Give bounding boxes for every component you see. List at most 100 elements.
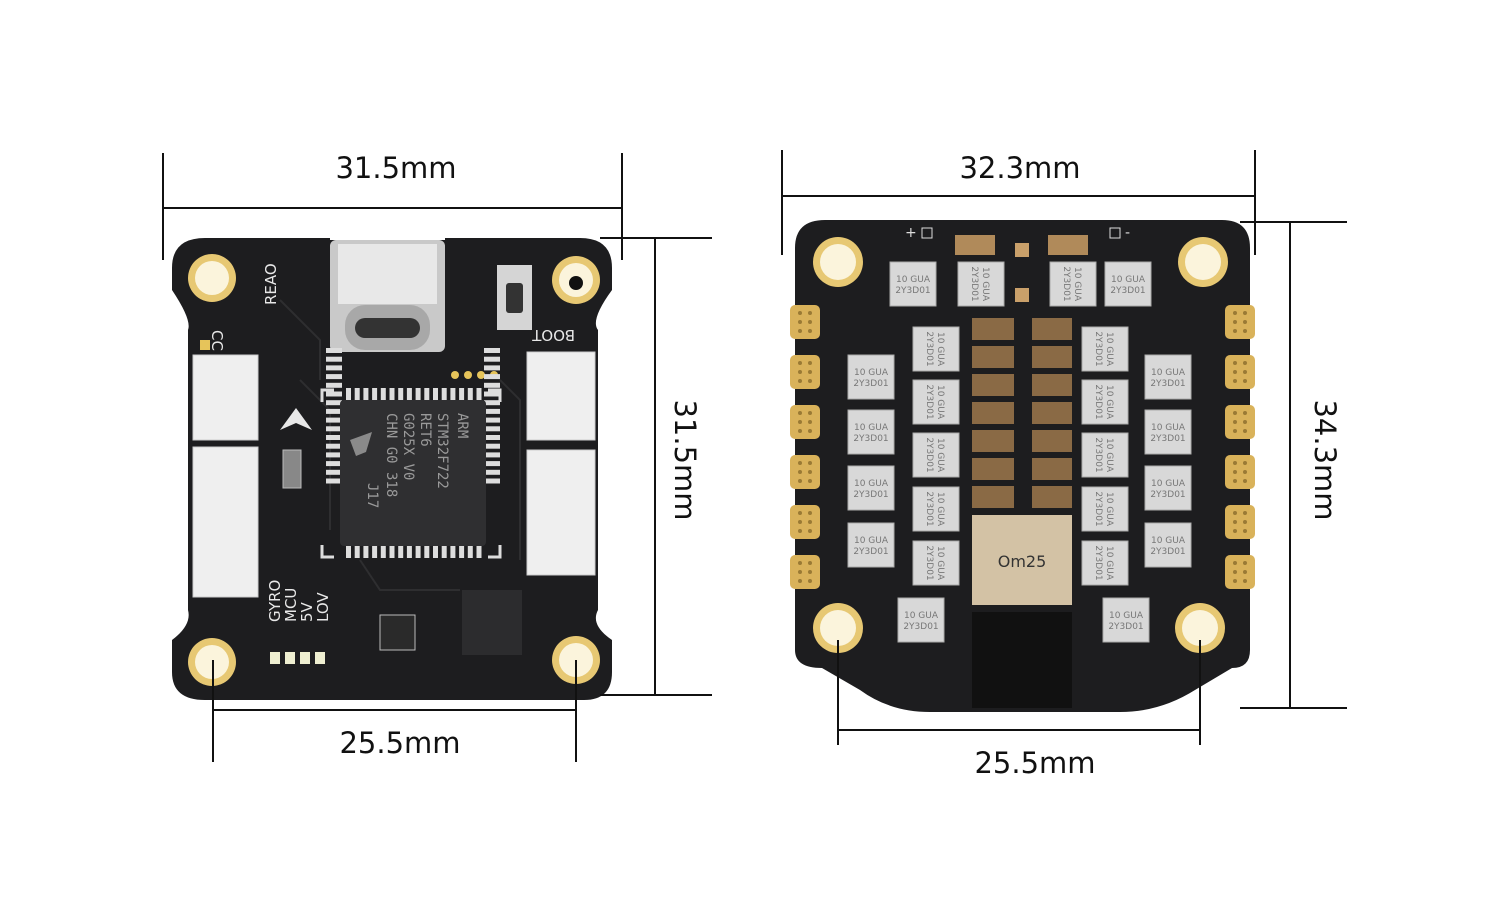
fc-dimension-lines: [162, 153, 712, 762]
chip-text-variant: RET6: [417, 413, 433, 447]
capacitor-code: 2Y3D01: [1093, 437, 1103, 472]
capacitor-label: 10 GUA: [1072, 267, 1082, 302]
motor-solder-pad: [790, 555, 820, 589]
esc-width-label: 32.3mm: [959, 151, 1080, 185]
orientation-arrow-icon: [280, 408, 312, 430]
capacitor-label: 10 GUA: [854, 368, 889, 378]
fc-mount-label: 25.5mm: [339, 726, 460, 760]
capacitor-label: 10 GUA: [935, 438, 945, 473]
plus-label: +: [905, 225, 917, 241]
mosfet-pad: [1032, 430, 1072, 452]
capacitor-label: 10 GUA: [896, 275, 931, 285]
mosfet-pad: [1032, 346, 1072, 368]
motor-solder-pad: [790, 405, 820, 439]
connector-left-top: [192, 354, 259, 441]
capacitor-code: 2Y3D01: [924, 491, 934, 526]
flight-controller-board: ARM STM32F722 RET6 G025X V0 CHN G0 318 J…: [172, 238, 612, 700]
capacitor-label: 10 GUA: [1104, 332, 1114, 367]
boot-button: [497, 265, 532, 330]
esc-dimension-lines: [781, 150, 1347, 745]
silk-label-5v: 5V: [298, 601, 316, 622]
mount-hole: [813, 237, 863, 287]
motor-solder-pad: [1225, 555, 1255, 589]
capacitor-code: 2Y3D01: [1093, 545, 1103, 580]
silk-label-boot: BOOT: [531, 326, 575, 344]
motor-solder-pad: [1225, 505, 1255, 539]
capacitor-code: 2Y3D01: [1150, 490, 1185, 500]
capacitor-label: 10 GUA: [1104, 492, 1114, 527]
connector-right-top: [526, 351, 596, 441]
esc-height-label: 34.3mm: [1308, 399, 1342, 520]
capacitor-code: 2Y3D01: [1150, 379, 1185, 389]
chip-text-origin: CHN G0 318: [383, 413, 399, 497]
motor-solder-pad: [1225, 405, 1255, 439]
fc-height-label: 31.5mm: [668, 399, 702, 520]
capacitor-code: 2Y3D01: [853, 379, 888, 389]
capacitor-code: 2Y3D01: [1061, 266, 1071, 301]
silk-label-reao: REAO: [262, 263, 280, 305]
capacitor-code: 2Y3D01: [1110, 286, 1145, 296]
capacitor-label: 10 GUA: [1151, 479, 1186, 489]
mount-hole: [1175, 603, 1225, 653]
capacitor-code: 2Y3D01: [1108, 622, 1143, 632]
motor-solder-pad: [790, 355, 820, 389]
motor-solder-pad: [790, 305, 820, 339]
gyro-chip: [462, 590, 522, 655]
capacitor-code: 2Y3D01: [1150, 547, 1185, 557]
mount-hole: [813, 603, 863, 653]
capacitor-label: 10 GUA: [1151, 423, 1186, 433]
chip-text-batch: G025X V0: [400, 413, 416, 480]
capacitor-label: 10 GUA: [854, 536, 889, 546]
capacitor-code: 2Y3D01: [895, 286, 930, 296]
capacitor-label: 10 GUA: [935, 385, 945, 420]
capacitor-code: 2Y3D01: [1093, 384, 1103, 419]
capacitor-label: 10 GUA: [980, 267, 990, 302]
fc-width-label: 31.5mm: [335, 151, 456, 185]
mosfet-pad: [1032, 458, 1072, 480]
capacitor-label: 10 GUA: [1109, 611, 1144, 621]
capacitor-label: 10 GUA: [1151, 368, 1186, 378]
capacitor-label: 10 GUA: [1104, 385, 1114, 420]
motor-solder-pad: [790, 455, 820, 489]
silk-label-cc: CC: [208, 330, 226, 351]
mosfet-pad: [1032, 486, 1072, 508]
mosfet-pad: [1032, 374, 1072, 396]
silk-label-lov: LOV: [314, 592, 332, 622]
capacitor-code: 2Y3D01: [969, 266, 979, 301]
capacitor-code: 2Y3D01: [1150, 434, 1185, 444]
st-logo-icon: [350, 432, 372, 456]
capacitor-label: 10 GUA: [1111, 275, 1146, 285]
mosfet-pad: [1032, 318, 1072, 340]
mount-hole: [1178, 237, 1228, 287]
mosfet-pad: [972, 486, 1014, 508]
mosfet-pad: [972, 374, 1014, 396]
mcu-chip: ARM STM32F722 RET6 G025X V0 CHN G0 318 J…: [326, 348, 500, 558]
usb-c-port: [330, 240, 445, 352]
capacitor-code: 2Y3D01: [853, 490, 888, 500]
mosfet-chip: [972, 515, 1072, 605]
chip-text-date: J17: [364, 483, 380, 508]
capacitor-code: 2Y3D01: [924, 384, 934, 419]
motor-solder-pad: [1225, 355, 1255, 389]
minus-label: -: [1125, 225, 1130, 241]
capacitor-code: 2Y3D01: [924, 545, 934, 580]
capacitor-code: 2Y3D01: [1093, 331, 1103, 366]
